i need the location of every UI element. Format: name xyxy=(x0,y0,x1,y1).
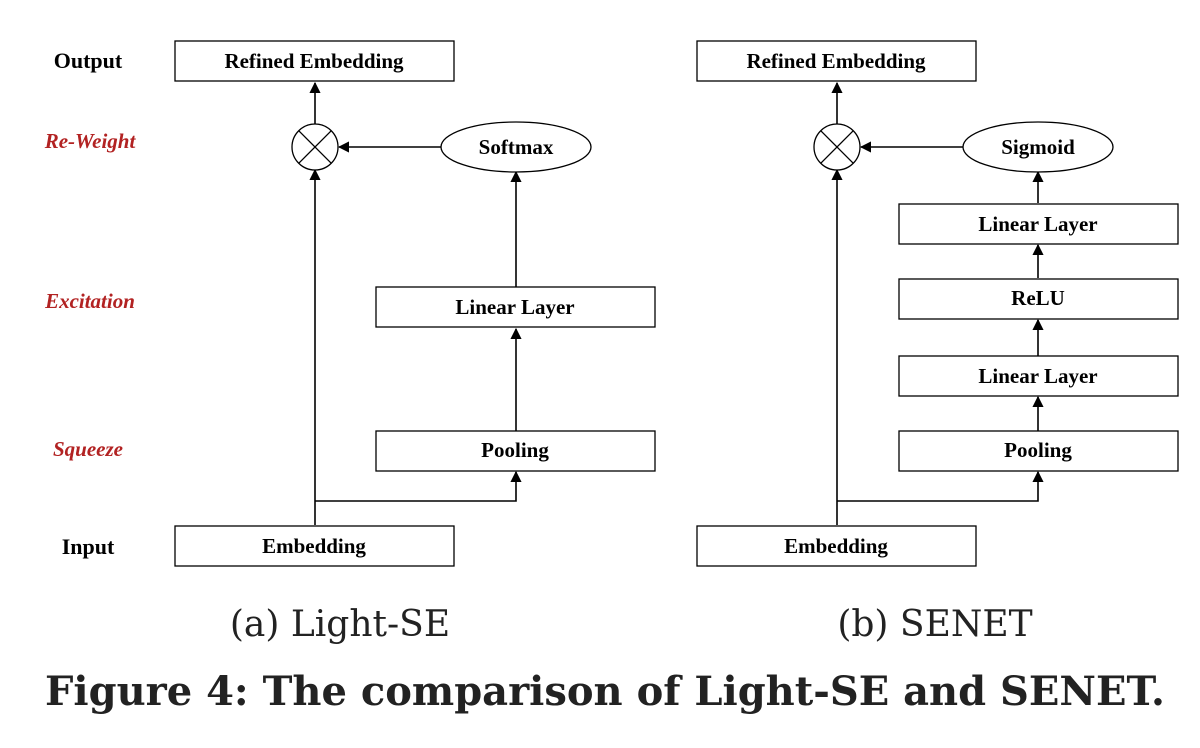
light-se-linear-box xyxy=(375,286,656,328)
light-se-caption: (a) Light-SE xyxy=(230,604,450,645)
light-se-diagram: Refined Embedding Softmax Linear Layer P… xyxy=(174,40,656,645)
senet-pooling-label: Pooling xyxy=(1004,438,1072,462)
light-se-softmax-node xyxy=(440,121,592,173)
senet-pooling-box xyxy=(898,430,1179,472)
light-se-input-label: Embedding xyxy=(262,534,366,558)
senet-output-box xyxy=(696,40,977,82)
light-se-pooling-box xyxy=(375,430,656,472)
light-se-output-label: Refined Embedding xyxy=(224,49,404,73)
senet-output-label: Refined Embedding xyxy=(746,49,926,73)
senet-linear-top-box xyxy=(898,203,1179,245)
senet-sigmoid-label: Sigmoid xyxy=(1001,135,1075,159)
senet-input-label: Embedding xyxy=(784,534,888,558)
senet-linear-bottom-box xyxy=(898,355,1179,397)
light-se-multiply-icon xyxy=(291,123,339,171)
senet-input-box xyxy=(696,525,977,567)
senet-caption: (b) SENET xyxy=(837,604,1032,645)
senet-multiply-icon xyxy=(813,123,861,171)
light-se-output-box xyxy=(174,40,455,82)
light-se-pooling-label: Pooling xyxy=(481,438,549,462)
senet-diagram: Refined Embedding Sigmoid Linear Layer R… xyxy=(696,40,1179,645)
senet-sigmoid-node xyxy=(962,121,1114,173)
row-label-squeeze: Squeeze xyxy=(53,437,123,461)
senet-linear-bottom-label: Linear Layer xyxy=(978,364,1097,388)
row-label-output: Output xyxy=(54,48,123,73)
row-label-excitation: Excitation xyxy=(44,289,135,313)
senet-relu-label: ReLU xyxy=(1011,286,1065,310)
light-se-branch-wire xyxy=(315,470,522,502)
light-se-input-box xyxy=(174,525,455,567)
row-label-input: Input xyxy=(62,534,115,559)
senet-branch-wire xyxy=(837,470,1044,502)
senet-linear-top-label: Linear Layer xyxy=(978,212,1097,236)
light-se-softmax-label: Softmax xyxy=(479,135,554,159)
figure-caption: Figure 4: The comparison of Light-SE and… xyxy=(45,668,1165,715)
row-label-reweight: Re-Weight xyxy=(44,129,137,153)
light-se-linear-label: Linear Layer xyxy=(455,295,574,319)
senet-relu-box xyxy=(898,278,1179,320)
